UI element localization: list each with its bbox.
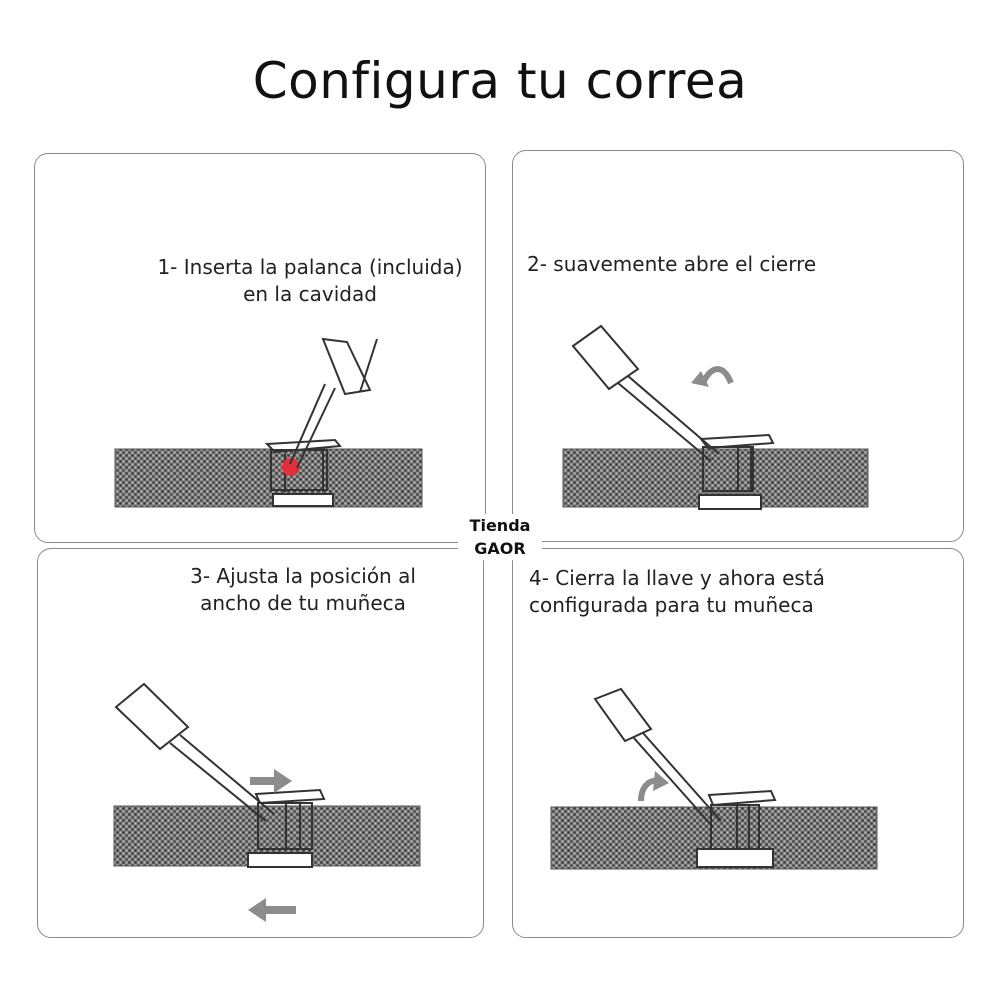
highlight-dot-icon bbox=[282, 458, 300, 476]
page-title: Configura tu correa bbox=[252, 52, 748, 110]
step-4-line-1: 4- Cierra la llave y ahora está bbox=[529, 566, 825, 590]
straight-arrow-icon bbox=[250, 769, 292, 793]
step-2-panel: 2- suavemente abre el cierre bbox=[512, 150, 964, 542]
step-3-line-1: 3- Ajusta la posición al bbox=[190, 564, 416, 588]
straight-arrow-icon bbox=[248, 898, 296, 922]
clasp-icon bbox=[698, 433, 775, 510]
step-3-panel: 3- Ajusta la posición al ancho de tu muñ… bbox=[37, 548, 484, 938]
mesh-band-icon bbox=[114, 448, 423, 508]
step-3-caption: 3- Ajusta la posición al ancho de tu muñ… bbox=[138, 563, 468, 617]
step-4-illustration bbox=[550, 687, 878, 870]
curved-arrow-icon bbox=[700, 366, 734, 385]
step-4-panel: 4- Cierra la llave y ahora está configur… bbox=[512, 548, 964, 938]
brand-line-1: Tienda bbox=[469, 516, 531, 535]
lever-tool-icon bbox=[289, 337, 378, 469]
step-1-line-2: en la cavidad bbox=[243, 282, 377, 306]
step-1-illustration bbox=[114, 337, 423, 508]
lever-tool-icon bbox=[571, 324, 720, 462]
clasp-icon bbox=[696, 789, 777, 868]
lever-tool-icon bbox=[593, 687, 722, 828]
step-2-line-1: 2- suavemente abre el cierre bbox=[527, 252, 817, 276]
lever-tool-icon bbox=[114, 682, 275, 822]
step-2-illustration bbox=[562, 324, 869, 510]
step-2-caption: 2- suavemente abre el cierre bbox=[527, 251, 816, 278]
step-4-line-2: configurada para tu muñeca bbox=[529, 593, 814, 617]
step-3-illustration bbox=[113, 682, 421, 922]
brand-line-2: GAOR bbox=[474, 539, 526, 558]
step-1-line-1: 1- Inserta la palanca (incluida) bbox=[157, 255, 463, 279]
step-4-caption: 4- Cierra la llave y ahora está configur… bbox=[529, 565, 825, 619]
step-1-panel: 1- Inserta la palanca (incluida) en la c… bbox=[34, 153, 486, 543]
step-3-line-2: ancho de tu muñeca bbox=[200, 591, 406, 615]
brand-watermark: Tienda GAOR bbox=[458, 514, 542, 560]
step-1-caption: 1- Inserta la palanca (incluida) en la c… bbox=[145, 254, 475, 308]
